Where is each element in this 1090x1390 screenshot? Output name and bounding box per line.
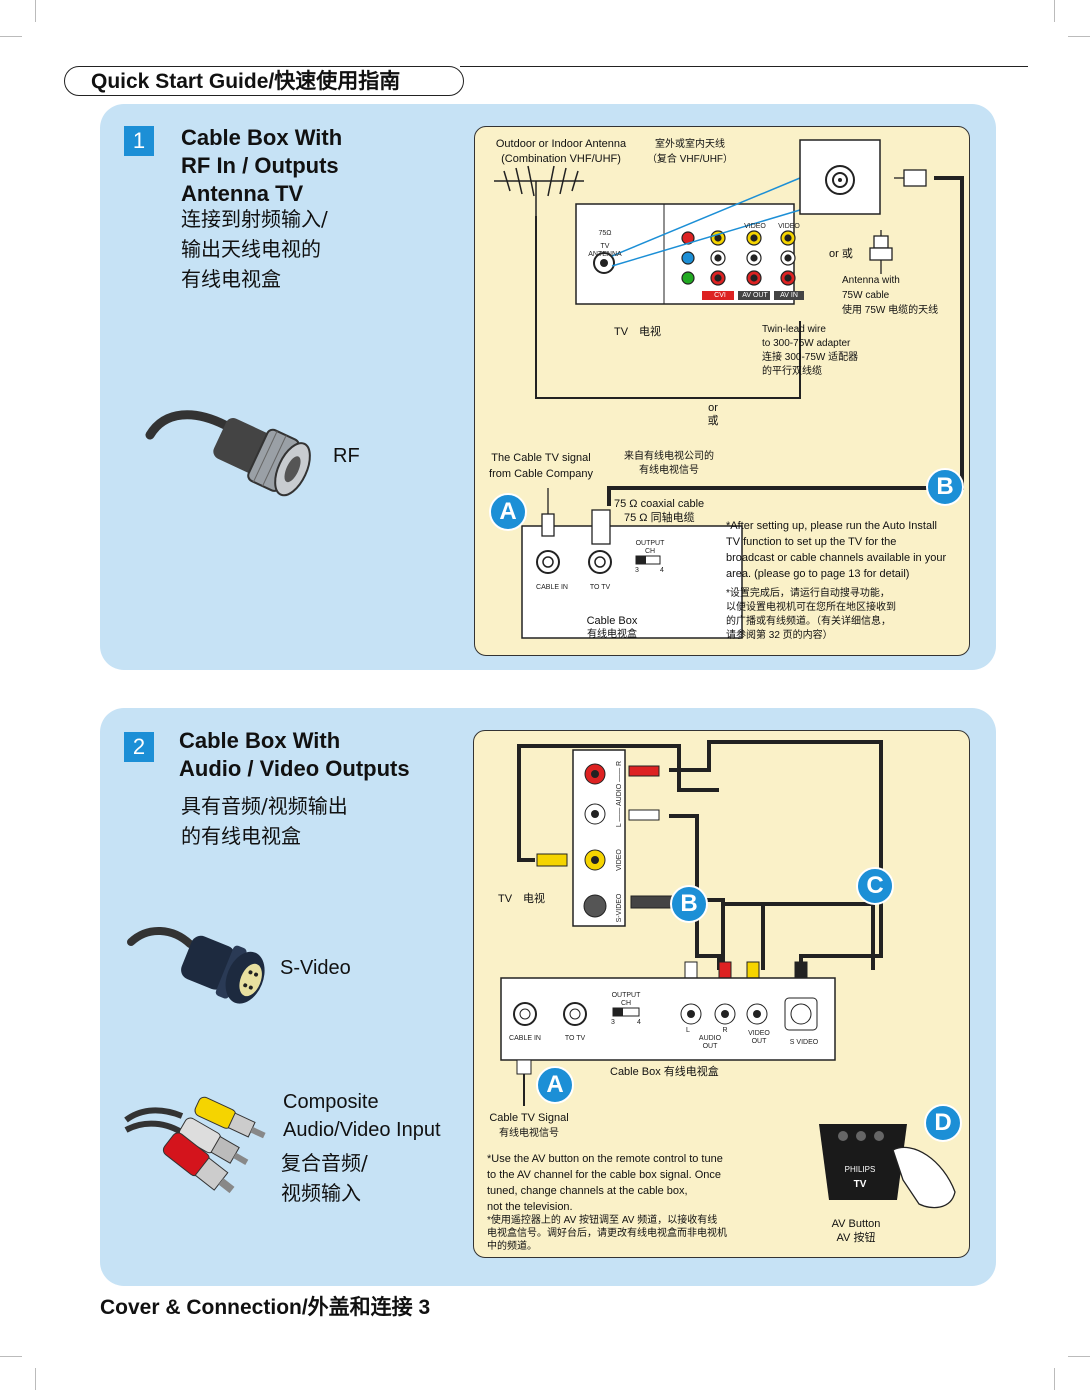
note-en-2: *Use the AV button on the remote control… bbox=[487, 1153, 723, 1213]
svideo-label: S-Video bbox=[280, 957, 351, 979]
rf-label: RF bbox=[333, 445, 360, 467]
section-2-wiring bbox=[500, 740, 956, 1209]
cable-box-label-2: Cable Box 有线电视盒 bbox=[610, 1066, 719, 1078]
section-1-wiring bbox=[494, 139, 964, 639]
l-label: L bbox=[686, 1027, 690, 1034]
cable-box-label-1: Cable Box 有线电视盒 bbox=[586, 615, 638, 640]
remote-brand: PHILIPS bbox=[844, 1165, 876, 1174]
crop-mark bbox=[1054, 0, 1055, 22]
header-rule bbox=[460, 66, 1028, 67]
video-label-1: VIDEO bbox=[744, 223, 766, 230]
tv-label-2: TV 电视 bbox=[498, 893, 546, 905]
ohm-label: 75Ω bbox=[598, 230, 612, 237]
av-button-label: AV Button AV 按钮 bbox=[831, 1218, 881, 1244]
crop-mark bbox=[35, 0, 36, 22]
video-side-label: VIDEO bbox=[616, 849, 623, 871]
cable-in-label: CABLE IN bbox=[536, 584, 568, 591]
badge-c-2: C bbox=[856, 867, 894, 905]
crop-mark bbox=[1068, 36, 1090, 37]
video-label-2: VIDEO bbox=[778, 223, 800, 230]
note-en-1: *After setting up, please run the Auto I… bbox=[726, 520, 947, 580]
badge-b-1: B bbox=[926, 468, 964, 506]
composite-label-en: Composite Audio/Video Input bbox=[283, 1091, 441, 1141]
av-out-label: AV OUT bbox=[742, 292, 768, 299]
tv-antenna-label: TV ANTENNA bbox=[588, 243, 622, 258]
coax-label: 75 Ω coaxial cable 75 Ω 同轴电缆 bbox=[614, 498, 705, 524]
video-out-label: VIDEO OUT bbox=[748, 1030, 770, 1045]
r-label: R bbox=[722, 1027, 728, 1034]
note-cn-2: *使用遥控器上的 AV 按钮调至 AV 频道，以接收有线 电视盒信号。调好台后，… bbox=[487, 1215, 727, 1252]
twin-lead-label: Twin-lead wire to 300-75W adapter 连接 300… bbox=[762, 324, 859, 377]
output-ch-label-2: OUTPUT CH bbox=[611, 992, 641, 1007]
section-2-number: 2 bbox=[124, 732, 154, 762]
crop-mark bbox=[1068, 1356, 1090, 1357]
or-label-1: or 或 bbox=[829, 248, 853, 260]
section-1-title-cn: 连接到射频输入/ 输出天线电视的 有线电视盒 bbox=[181, 207, 328, 291]
composite-label-cn: 复合音频/ 视频输入 bbox=[281, 1151, 368, 1205]
page-title: Quick Start Guide/快速使用指南 bbox=[64, 66, 464, 96]
composite-connector-icon bbox=[124, 1096, 266, 1194]
signal-label-cn: 来自有线电视公司的 有线电视信号 bbox=[624, 451, 714, 476]
cable-tv-signal-label: Cable TV Signal 有线电视信号 bbox=[489, 1112, 569, 1139]
ch4-label-2: 4 bbox=[637, 1019, 641, 1026]
s-video-label: S VIDEO bbox=[789, 1039, 819, 1046]
section-2-title-en: Cable Box With Audio / Video Outputs bbox=[179, 728, 410, 781]
antenna-label-en: Outdoor or Indoor Antenna (Combination V… bbox=[495, 138, 627, 165]
section-1-title-en: Cable Box With RF In / Outputs Antenna T… bbox=[181, 125, 343, 206]
or-label-2: or 或 bbox=[707, 402, 719, 427]
badge-d-2: D bbox=[924, 1104, 962, 1142]
av-in-label: AV IN bbox=[780, 292, 798, 299]
cable-in-label-2: CABLE IN bbox=[509, 1035, 541, 1042]
section-2-title-cn: 具有音频/视频输出 的有线电视盒 bbox=[181, 794, 348, 848]
crop-mark bbox=[0, 36, 22, 37]
ch4-label: 4 bbox=[660, 567, 664, 574]
section-1-number: 1 bbox=[124, 126, 154, 156]
tv-label-1: TV 电视 bbox=[614, 326, 662, 338]
antenna-label-cn: 室外或室内天线 （复合 VHF/UHF） bbox=[646, 139, 734, 165]
ch3-label: 3 bbox=[635, 567, 639, 574]
crop-mark bbox=[35, 1368, 36, 1390]
audio-out-label: AUDIO OUT bbox=[698, 1035, 722, 1050]
crop-mark bbox=[0, 1356, 22, 1357]
badge-b-2: B bbox=[670, 885, 708, 923]
page-footer: Cover & Connection/外盖和连接 3 bbox=[100, 1296, 431, 1319]
signal-label-en: The Cable TV signal from Cable Company bbox=[489, 452, 593, 480]
antenna-cable-label: Antenna with 75W cable 使用 75W 电缆的天线 bbox=[842, 275, 939, 316]
cvi-label: CVI bbox=[714, 292, 726, 299]
badge-a-2: A bbox=[536, 1066, 574, 1104]
badge-a-1: A bbox=[489, 493, 527, 531]
remote-tv: TV bbox=[853, 1179, 867, 1190]
svideo-connector-icon bbox=[127, 926, 265, 1004]
to-tv-label-2: TO TV bbox=[564, 1035, 586, 1042]
note-cn-1: *设置完成后，请运行自动搜寻功能， 以便设置电视机可在您所在地区接收到 的广播或… bbox=[726, 588, 896, 641]
svideo-side-label: S-VIDEO bbox=[616, 893, 623, 923]
audio-side-label: L —— AUDIO —— R bbox=[616, 760, 623, 828]
to-tv-label: TO TV bbox=[589, 584, 611, 591]
rf-connector-icon bbox=[145, 410, 311, 497]
ch3-label-2: 3 bbox=[611, 1019, 615, 1026]
output-ch-label: OUTPUT CH bbox=[635, 540, 665, 555]
crop-mark bbox=[1054, 1368, 1055, 1390]
